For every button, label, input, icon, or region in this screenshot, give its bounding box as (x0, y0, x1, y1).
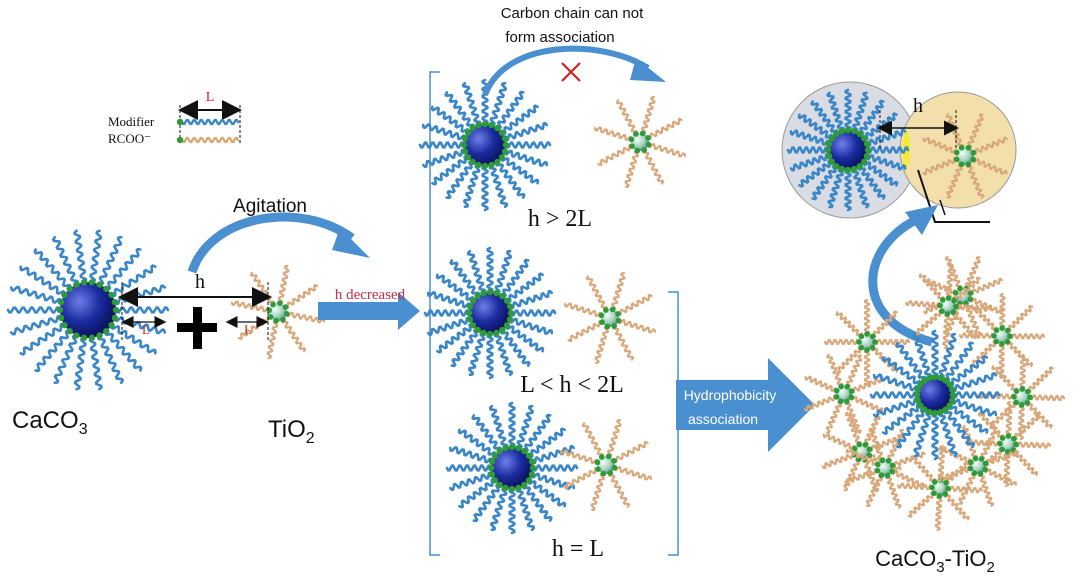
product-caco3-particle (869, 329, 1001, 461)
hydrophobicity-arrow: Hydrophobicity association (676, 358, 815, 452)
inset-caco3-particle (786, 88, 910, 212)
caco3-label: CaCO3 (12, 407, 88, 438)
product-tio2-particle (803, 353, 885, 435)
product-tio2-particle (905, 263, 991, 349)
h-decreased-arrow (318, 292, 420, 330)
legend-rcoo-label: RCOO⁻ (108, 131, 151, 146)
tio2-particle-case3 (560, 419, 652, 511)
legend: L Modifier RCOO⁻ (108, 90, 242, 146)
cross-mark (561, 62, 581, 82)
product-label: CaCO3-TiO2 (875, 546, 995, 576)
hydrophobicity-line2: association (688, 411, 758, 427)
case-h-gt-2l: h > 2L (528, 206, 592, 232)
left-panel (6, 229, 326, 391)
tio2-label: TiO2 (268, 416, 315, 447)
h-decreased-label: h decreased (335, 287, 406, 303)
left-labels: h L L Agitation h decreased CaCO3 TiO2 (12, 196, 420, 447)
note-line2: form association (505, 29, 614, 46)
product-tio2-particle (823, 298, 911, 386)
l-label-caco3: L (142, 322, 150, 337)
tio2-particle-case2 (564, 272, 656, 364)
legend-modifier-label: Modifier (108, 114, 155, 129)
inset-labels: h (868, 95, 990, 347)
l-label-tio2: L (244, 322, 252, 337)
caco3-particle-case3 (445, 401, 579, 535)
case-h-eq-l: h = L (552, 536, 604, 562)
product-tio2-particle (897, 445, 983, 531)
tio2-particle (230, 264, 326, 360)
inset-h-label: h (913, 95, 923, 117)
inset-tio2-particle (922, 113, 1008, 199)
caco3-particle-case2 (423, 246, 557, 380)
hydrophobicity-line1: Hydrophobicity (684, 387, 777, 403)
cannot-arrow (482, 45, 650, 97)
middle-labels: Carbon chain can not form association h … (482, 5, 666, 562)
zoom-arrow (868, 213, 934, 347)
legend-length-symbol: L (206, 90, 215, 105)
note-line1: Carbon chain can not (501, 5, 644, 22)
product-assembly (803, 256, 1066, 531)
agitation-arrow (187, 212, 355, 274)
middle-panel (418, 78, 686, 535)
product-tio2-particle (844, 427, 926, 509)
case-l-lt-h-lt-2l: L < h < 2L (520, 372, 624, 398)
h-label-left: h (195, 271, 205, 293)
inset-particles (786, 88, 1008, 212)
product-tio2-particle (937, 425, 1019, 507)
tio2-particle-case1 (594, 96, 686, 188)
caco3-particle (6, 229, 170, 391)
agitation-label: Agitation (233, 196, 307, 217)
caco3-particle-case1 (418, 78, 552, 212)
